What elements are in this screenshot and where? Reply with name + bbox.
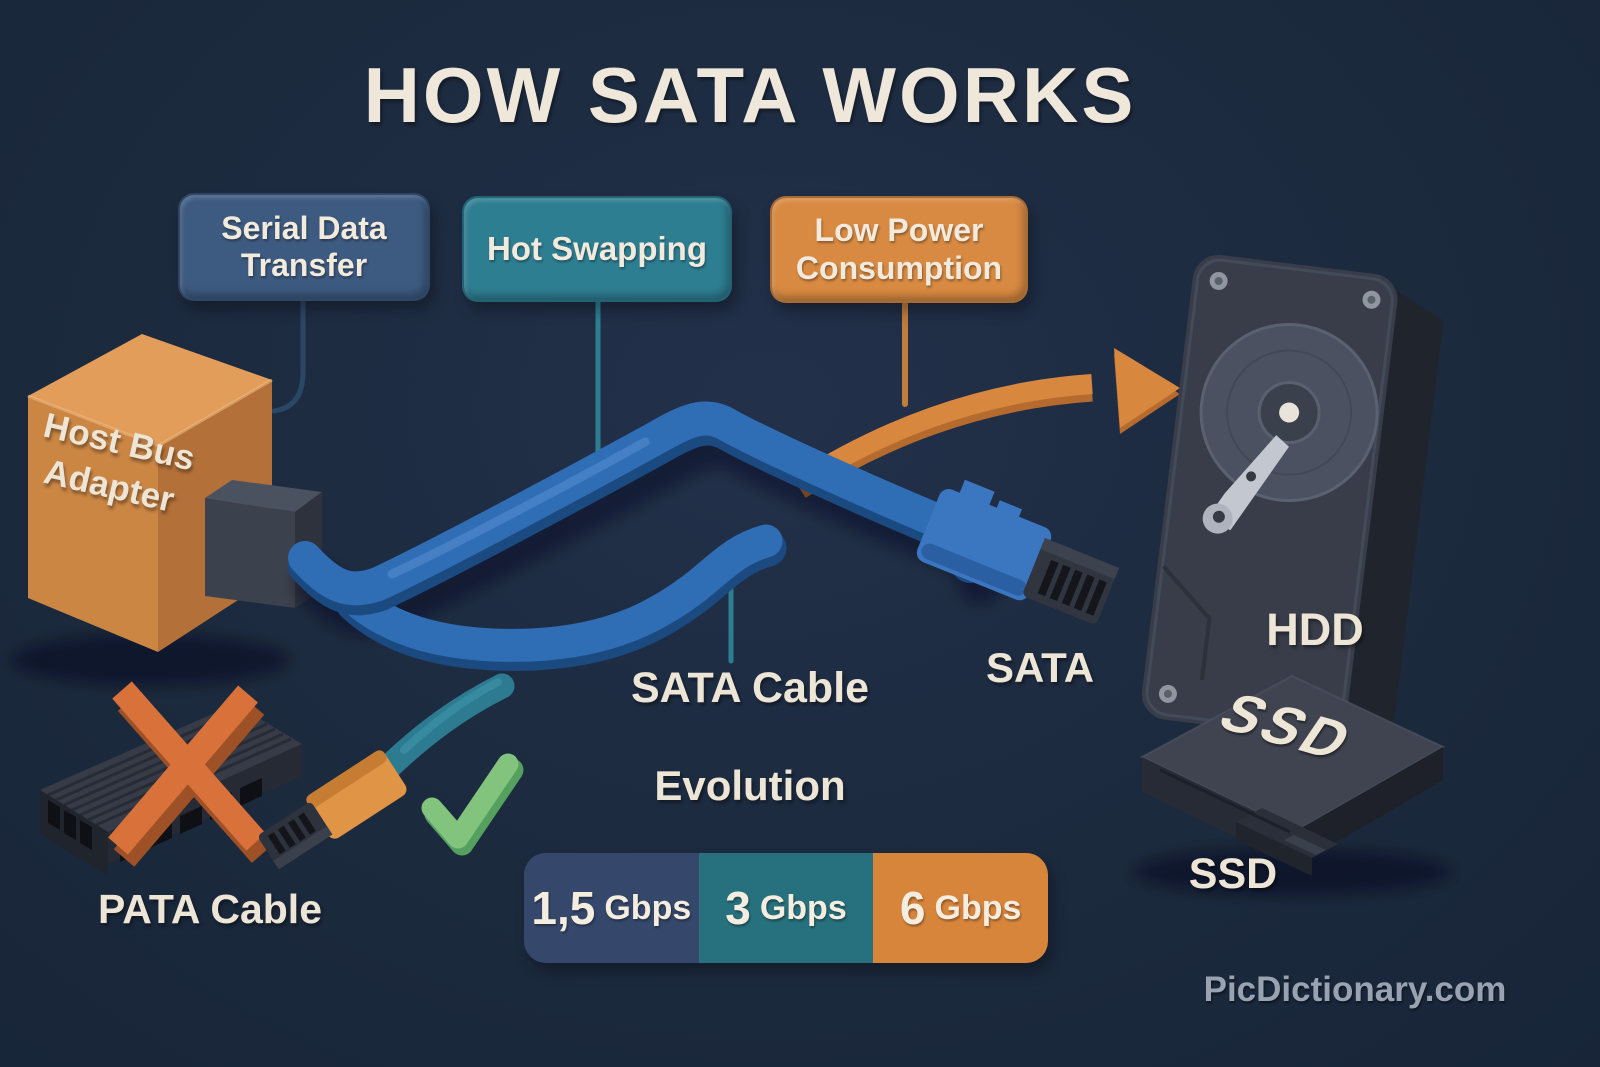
cross-mark-icon — [108, 681, 273, 867]
hdd-icon — [1141, 254, 1444, 745]
ssd-label: SSD — [1188, 850, 1278, 898]
watermark: PicDictionary.com — [1203, 970, 1507, 1009]
speed-value: 6 — [899, 882, 926, 934]
evolution-speed-bar: 1,5 Gbps 3 Gbps 6 Gbps — [524, 853, 1048, 963]
speed-value: 1,5 — [531, 882, 596, 934]
sata-connector-label: SATA — [985, 644, 1095, 691]
speed-unit: Gbps — [759, 888, 847, 927]
speed-segment-1-5gbps: 1,5 Gbps — [524, 853, 699, 963]
serial-connector-line — [271, 298, 306, 414]
sata-connector-icon — [916, 479, 1120, 624]
mini-sata-cable-icon — [258, 673, 515, 870]
sata-cable-label: SATA Cable — [630, 664, 870, 712]
hba-port-icon — [205, 480, 322, 512]
ssd-icon — [1132, 674, 1452, 896]
feature-label: Hot Swapping — [487, 229, 707, 267]
feature-box-low-power: Low Power Consumption — [770, 196, 1028, 303]
feature-label: Serial Data Transfer — [221, 209, 387, 283]
hdd-actuator-arm-icon — [1207, 435, 1289, 531]
sata-cable-icon — [288, 401, 1120, 671]
feature-label: Low Power Consumption — [795, 212, 1003, 286]
feature-box-serial-data-transfer: Serial Data Transfer — [178, 193, 430, 301]
evolution-title: Evolution — [654, 762, 846, 809]
speed-unit: Gbps — [934, 888, 1022, 927]
host-bus-adapter-icon — [10, 334, 322, 686]
pata-cable-label: PATA Cable — [98, 886, 322, 932]
hdd-label: HDD — [1266, 604, 1364, 655]
speed-unit: Gbps — [604, 888, 692, 927]
speed-value: 3 — [725, 882, 751, 934]
check-mark-icon — [421, 753, 524, 856]
feature-box-hot-swapping: Hot Swapping — [462, 196, 732, 302]
speed-segment-6gbps: 6 Gbps — [873, 853, 1048, 963]
page-title: HOW SATA WORKS — [363, 51, 1137, 139]
speed-segment-3gbps: 3 Gbps — [698, 853, 874, 963]
